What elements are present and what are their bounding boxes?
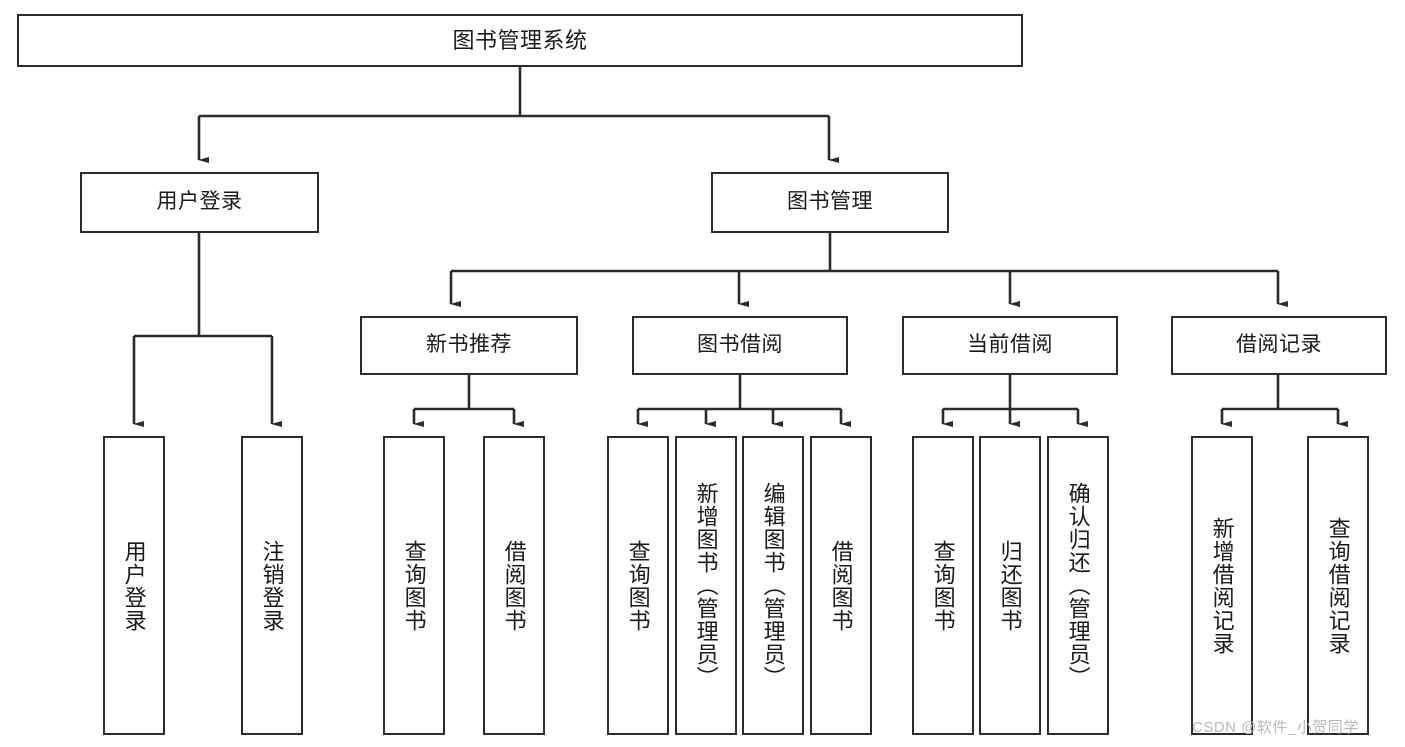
node-user-login[interactable]: 用户登录 — [80, 172, 319, 233]
node-label: 借阅图书 — [828, 539, 854, 632]
leaf-confirm-return-admin[interactable]: 确认归还（管理员） — [1047, 436, 1109, 735]
leaf-add-borrow-record[interactable]: 新增借阅记录 — [1191, 436, 1253, 735]
leaf-return-book[interactable]: 归还图书 — [979, 436, 1041, 735]
node-label: 借阅图书 — [501, 539, 527, 632]
node-borrow-record[interactable]: 借阅记录 — [1171, 316, 1387, 375]
leaf-borrow-book-recommend[interactable]: 借阅图书 — [483, 436, 545, 735]
leaf-add-book-admin[interactable]: 新增图书（管理员） — [675, 436, 737, 735]
leaf-query-book-recommend[interactable]: 查询图书 — [383, 436, 445, 735]
node-root-system[interactable]: 图书管理系统 — [17, 14, 1023, 67]
node-label: 查询图书 — [625, 539, 651, 632]
node-label: 新书推荐 — [426, 333, 512, 357]
node-label: 确认归还（管理员） — [1065, 482, 1091, 689]
leaf-borrow-book[interactable]: 借阅图书 — [810, 436, 872, 735]
leaf-query-book-borrow[interactable]: 查询图书 — [607, 436, 669, 735]
node-label: 图书管理系统 — [452, 27, 588, 53]
node-label: 注销登录 — [259, 539, 285, 632]
node-label: 查询图书 — [401, 539, 427, 632]
node-label: 图书管理 — [787, 190, 873, 214]
node-label: 用户登录 — [121, 539, 147, 632]
leaf-edit-book-admin[interactable]: 编辑图书（管理员） — [742, 436, 804, 735]
node-label: 图书借阅 — [697, 333, 783, 357]
node-label: 借阅记录 — [1236, 333, 1322, 357]
node-label: 编辑图书（管理员） — [760, 482, 786, 689]
node-label: 新增图书（管理员） — [693, 482, 719, 689]
node-label: 查询图书 — [930, 539, 956, 632]
node-book-management[interactable]: 图书管理 — [711, 172, 949, 233]
node-label: 查询借阅记录 — [1325, 516, 1351, 655]
watermark-text: CSDN @软件_小贺同学 — [1192, 719, 1359, 736]
leaf-user-login[interactable]: 用户登录 — [103, 436, 165, 735]
node-label: 新增借阅记录 — [1209, 516, 1235, 655]
node-label: 用户登录 — [156, 190, 243, 214]
node-current-borrow[interactable]: 当前借阅 — [902, 316, 1118, 375]
leaf-user-logout[interactable]: 注销登录 — [241, 436, 303, 735]
node-book-borrow[interactable]: 图书借阅 — [632, 316, 848, 375]
node-new-book-recommend[interactable]: 新书推荐 — [360, 316, 578, 375]
leaf-query-book-current[interactable]: 查询图书 — [912, 436, 974, 735]
leaf-query-borrow-record[interactable]: 查询借阅记录 — [1307, 436, 1369, 735]
node-label: 归还图书 — [997, 539, 1023, 632]
node-label: 当前借阅 — [967, 333, 1053, 357]
